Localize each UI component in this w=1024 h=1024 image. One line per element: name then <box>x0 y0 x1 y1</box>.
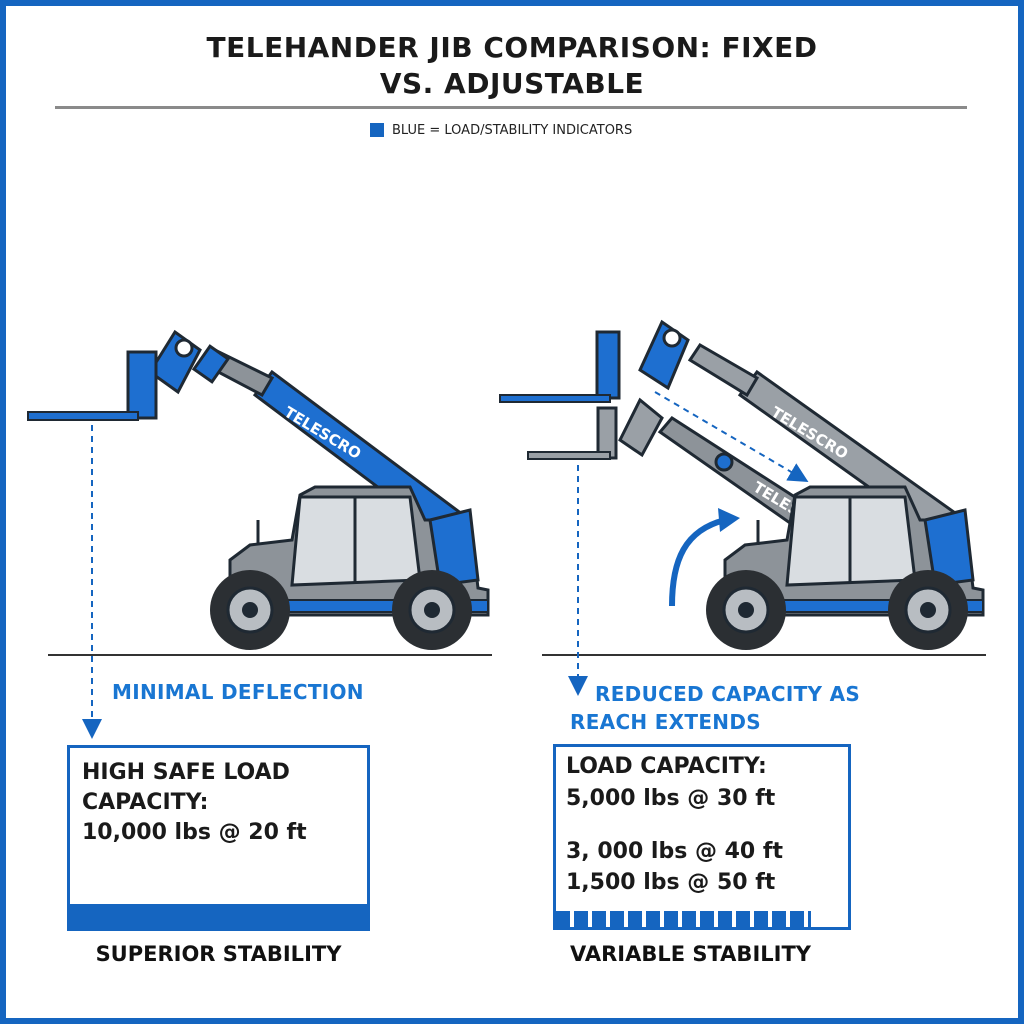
right-capacity-box <box>553 744 851 930</box>
right-extension-arrow <box>654 391 809 483</box>
left-telehandler: TELESCRO <box>27 329 492 739</box>
right-capacity-heading: LOAD CAPACITY: <box>566 754 767 779</box>
left-jib-head <box>27 329 202 421</box>
right-callout-line-2: REACH EXTENDS <box>570 710 761 734</box>
title-divider <box>55 106 967 109</box>
right-capacity-row-3: 1,500 lbs @ 50 ft <box>566 870 776 895</box>
legend: BLUE = LOAD/STABILITY INDICATORS <box>370 121 632 139</box>
right-bottom-label: VARIABLE STABILITY <box>570 942 811 966</box>
right-adjustment-arrowhead <box>718 508 740 532</box>
left-capacity-line-2: CAPACITY: <box>82 790 209 815</box>
right-callout-line-1: REDUCED CAPACITY AS <box>595 682 861 706</box>
title-line-2: VS. ADJUSTABLE <box>379 67 645 100</box>
left-capacity-text: HIGH SAFE LOAD CAPACITY: 10,000 lbs @ 20… <box>82 758 307 848</box>
right-capacity-row-2: 3, 000 lbs @ 40 ft <box>566 839 783 864</box>
right-telehandler: TELESCRO TELESCRO <box>499 319 986 696</box>
legend-text: BLUE = LOAD/STABILITY INDICATORS <box>392 122 633 138</box>
left-bottom-label: SUPERIOR STABILITY <box>95 942 342 966</box>
legend-swatch <box>370 123 384 137</box>
left-wheels <box>210 570 472 650</box>
right-adjustment-arrow <box>669 517 726 607</box>
right-stability-bar <box>556 911 811 927</box>
left-capacity-box <box>67 745 370 931</box>
page-title: TELEHANDER JIB COMPARISON: FIXED VS. ADJ… <box>150 30 874 102</box>
left-stability-bar <box>70 904 367 928</box>
right-callout: REDUCED CAPACITY AS REACH EXTENDS <box>570 680 860 736</box>
right-wheels <box>706 570 968 650</box>
left-callout: MINIMAL DEFLECTION <box>112 680 364 704</box>
left-capacity-line-3: 10,000 lbs @ 20 ft <box>82 820 307 845</box>
left-capacity-line-1: HIGH SAFE LOAD <box>82 760 290 785</box>
right-capacity-row-1: 5,000 lbs @ 30 ft <box>566 786 776 811</box>
title-line-1: TELEHANDER JIB COMPARISON: FIXED <box>206 31 818 64</box>
